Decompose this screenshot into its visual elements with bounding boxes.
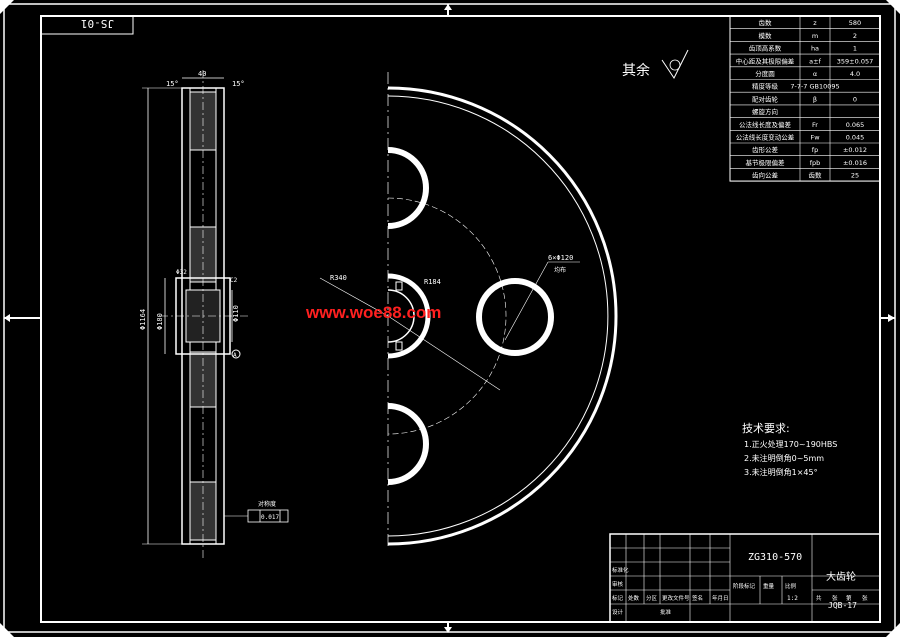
title-block-label: 分区 [646, 594, 658, 602]
title-block-label: 比例 [785, 582, 797, 590]
param-cell: 模数 [759, 31, 773, 40]
drawing-no: JQB-17 [828, 601, 857, 610]
param-cell: z [813, 19, 817, 27]
tech-req-title: 技术要求: [742, 422, 790, 435]
param-cell: ±0.016 [843, 159, 867, 167]
dim-outer-dia: Φ1164 [139, 309, 147, 330]
title-block-label: 更改文件号 [662, 594, 690, 602]
sheet-tag-box [40, 15, 134, 35]
param-cell: Fr [812, 121, 818, 129]
param-table: 齿数 z 580 模数 m 2 齿顶高系数 ha 1 中心距及其极限偏差 a±f 359±0.057 分… [729, 15, 881, 182]
param-cell: 分度圆 [755, 69, 775, 78]
surface-note: 其余 [622, 62, 650, 79]
dim-hole-note: 均布 [554, 266, 566, 274]
dim-width: 40 [198, 70, 206, 78]
gear-rim-outer [387, 86, 618, 546]
lightening-hole-right [476, 278, 554, 356]
scale-value: 1:2 [787, 595, 798, 602]
runout-value: 0.017 [261, 514, 279, 521]
param-cell: 0 [853, 95, 857, 103]
param-cell: 螺旋方向 [752, 107, 778, 116]
title-block-label: 张 [862, 594, 868, 602]
gear-front-view: 6×Φ120 均布 R340 R184 [319, 72, 618, 548]
param-cell: 4.0 [850, 70, 860, 78]
param-cell: 公法线长度变动公差 [736, 133, 795, 142]
lightening-hole-bottom [387, 403, 429, 485]
param-cell: 359±0.057 [837, 57, 873, 65]
hub-outer [387, 273, 431, 359]
param-cell: 0.065 [846, 121, 865, 129]
title-block-label: 设计 [612, 608, 624, 616]
title-block-label: 标准化 [612, 566, 629, 574]
dim-angle-right: 15° [232, 80, 245, 88]
title-block-label: 第 [846, 594, 852, 602]
title-block-label: 批准 [660, 608, 672, 616]
param-cell: ±0.012 [843, 146, 867, 154]
param-cell: 2 [853, 32, 857, 40]
part-name: 大齿轮 [826, 570, 856, 583]
param-cell: 1 [853, 45, 857, 53]
watermark: www.woe88.com [305, 303, 441, 322]
param-cell: m [812, 32, 818, 40]
title-block-label: 共 [816, 594, 822, 602]
param-cell: 配对齿轮 [752, 94, 779, 103]
tech-req-item-1: 1.正火处理170~190HBS [744, 439, 837, 449]
roughness-symbol-icon [661, 49, 689, 79]
title-block-label: 签名 [692, 594, 703, 602]
param-cell: 公法线长度及偏差 [739, 120, 792, 129]
dim-keyway: Φ32 [176, 269, 187, 276]
tech-req-item-2: 2.未注明倒角0~5mm [744, 453, 824, 463]
param-cell: 25 [851, 172, 859, 180]
tech-requirements: 技术要求: 1.正火处理170~190HBS 2.未注明倒角0~5mm 3.未注… [742, 422, 837, 477]
dim-hub-dia: Φ180 [156, 313, 164, 330]
title-block-label: 重量 [763, 582, 775, 590]
hole-pattern-circle [387, 197, 507, 435]
part-code: ZG310-570 [748, 552, 802, 563]
hatch-web-1 [189, 226, 217, 283]
param-cell: ha [811, 45, 819, 53]
param-cell: 齿数 [759, 18, 773, 27]
param-cell: 中心距及其极限偏差 [736, 56, 795, 65]
dim-bore: Φ110 [232, 305, 240, 322]
gear-section-view: Φ1164 Φ180 Φ110 40 15° 15° A 0.017 对称度 Φ… [139, 70, 289, 560]
param-cell: 齿形公差 [752, 145, 779, 154]
title-block-label: 标记 [612, 594, 624, 602]
title-block-label: 阶段标记 [733, 582, 756, 590]
tech-req-item-3: 3.未注明倒角1×45° [744, 467, 818, 477]
title-block-label: 处数 [628, 594, 640, 602]
param-cell: a±f [809, 57, 821, 65]
dim-hole-pattern: 6×Φ120 [548, 254, 573, 262]
param-cell: 齿数 [809, 171, 823, 180]
title-block-label: 年月日 [712, 594, 729, 602]
edge-arrows [4, 4, 895, 633]
title-block-label: 审核 [612, 580, 624, 588]
param-cell: fpb [810, 159, 821, 167]
dim-angle-left: 15° [166, 80, 179, 88]
title-block-labels: 标记处数分区更改文件号签名年月日阶段标记重量比例设计审核批准标准化共张第张 [612, 566, 868, 616]
dim-radius-b: R184 [424, 278, 441, 286]
lightening-hole-top [387, 147, 429, 229]
param-cell: fp [812, 146, 818, 154]
param-cell: β [813, 95, 817, 103]
keyway-tol-label: 对称度 [258, 500, 276, 508]
sheet-tag: JS-01 [81, 17, 114, 30]
param-cell: 齿向公差 [752, 171, 779, 180]
param-cell: 齿顶高系数 [749, 44, 782, 53]
datum-a: A [233, 352, 237, 359]
gear-rim-inner [387, 95, 609, 537]
hub-bore [387, 289, 415, 343]
param-cell: 基节极限偏差 [746, 158, 786, 167]
title-block: ZG310-570 大齿轮 JQB-17 1:2 标记处数分区更改文件号签名 年月… [609, 533, 881, 623]
param-cell: 7-7-7 GB10095 [790, 83, 839, 91]
param-cell: 580 [849, 19, 861, 27]
param-cell: α [813, 70, 817, 78]
dim-radius-a: R340 [330, 274, 347, 282]
param-cell: 精度等级 [752, 82, 779, 91]
param-cell: Fw [810, 134, 820, 142]
title-block-label: 张 [832, 594, 838, 602]
dim-chamfer: C2 [230, 277, 238, 284]
param-cell: 0.045 [846, 134, 865, 142]
